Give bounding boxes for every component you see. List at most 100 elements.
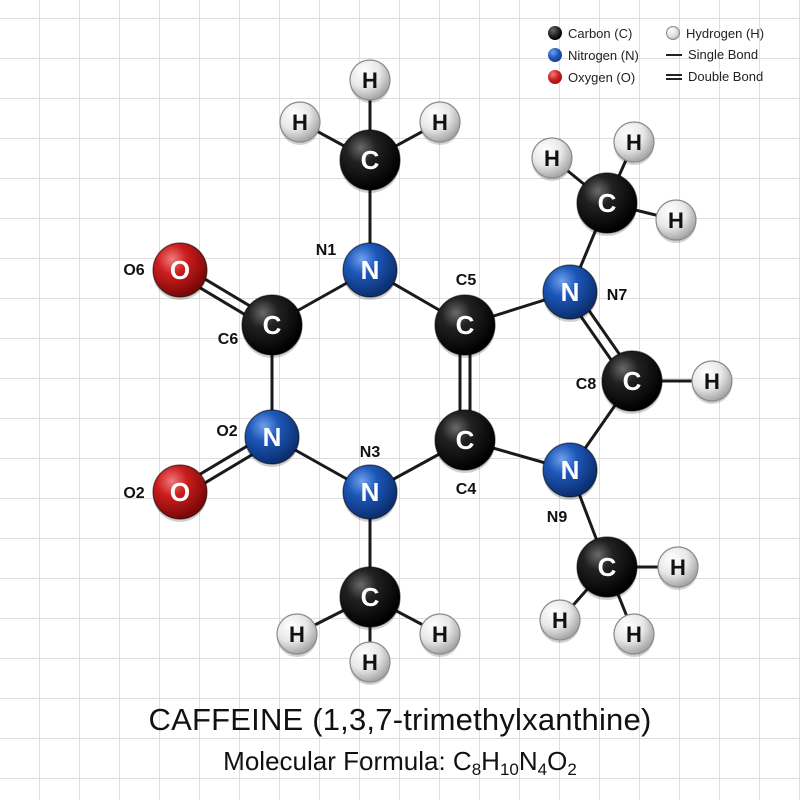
oxygen-atom-o2: O [152,464,208,522]
carbon-atom-c4: C [434,409,496,473]
atoms-layer: N C C N N C O O N C N C C C C H H H H H H H H H H H H H [152,59,733,685]
hydrogen-atom-h7b: H [613,121,655,165]
legend-item-single-bond: Single Bond [666,48,758,61]
formula-sub-n: 4 [537,760,548,779]
hydrogen-atom-h7c: H [655,199,697,243]
legend-label-oxygen: Oxygen (O) [568,69,636,85]
hydrogen-atom-h9b: H [539,599,581,643]
hydrogen-atom-h3c: H [349,641,391,685]
svg-text:O: O [170,255,190,285]
hydrogen-atom-h9a: H [657,546,699,590]
nitrogen-atom-n7: N [542,264,598,322]
atom-label-n3: N3 [360,444,381,461]
nitrogen-atom-n2: N [244,409,300,467]
carbon-atom-c8: C [601,350,663,414]
legend-label-hydrogen: Hydrogen (H) [686,25,765,41]
legend-label-carbon: Carbon (C) [568,25,633,41]
formula-el-c: C [452,746,472,776]
svg-text:H: H [552,608,568,633]
atom-label-c8: C8 [576,376,597,393]
svg-text:C: C [456,310,475,340]
hydrogen-atom-h9c: H [613,613,655,657]
molecule-title: CAFFEINE (1,3,7-trimethylxanthine) [148,702,652,737]
atom-label-n2: O2 [216,423,237,440]
carbon-atom-c6: C [241,294,303,358]
svg-text:C: C [361,145,380,175]
legend-label-single-bond: Single Bond [688,47,759,62]
svg-text:H: H [626,130,642,155]
svg-text:C: C [456,425,475,455]
oxygen-atom-o6: O [152,242,208,300]
svg-text:C: C [361,582,380,612]
single-bond-icon [666,50,682,60]
legend-item-nitrogen: Nitrogen (N) [548,48,639,62]
hydrogen-atom-h1a: H [349,59,391,103]
atom-label-n1: N1 [316,242,337,259]
svg-text:O: O [170,477,190,507]
caption: CAFFEINE (1,3,7-trimethylxanthine) Molec… [0,702,800,779]
atom-label-c4: C4 [456,481,477,498]
svg-text:H: H [432,622,448,647]
legend-label-nitrogen: Nitrogen (N) [568,47,639,63]
formula-sub-o: 2 [567,760,577,779]
hydrogen-swatch-icon [666,26,680,40]
double-bond-icon [666,72,682,82]
atom-label-n7: N7 [607,287,628,304]
formula-el-h: H [481,746,500,776]
formula-label: Molecular Formula: [223,746,453,776]
oxygen-swatch-icon [548,70,562,84]
carbon-atom-cm7: C [576,172,638,236]
svg-text:N: N [561,455,580,485]
svg-text:H: H [362,650,378,675]
svg-text:N: N [361,255,380,285]
atom-label-o6: O6 [123,262,144,279]
molecular-formula: Molecular Formula: C8H10N4O2 [0,746,800,779]
atom-label-c5: C5 [456,272,477,289]
carbon-atom-cm3: C [339,566,401,630]
formula-el-n: N [518,746,538,776]
atom-label-n9: N9 [547,509,568,526]
legend-item-oxygen: Oxygen (O) [548,70,635,84]
svg-text:C: C [623,366,642,396]
svg-text:H: H [670,555,686,580]
hydrogen-atom-h1c: H [419,101,461,145]
svg-text:N: N [361,477,380,507]
svg-text:H: H [626,622,642,647]
svg-text:H: H [668,208,684,233]
svg-text:H: H [432,110,448,135]
svg-text:H: H [362,68,378,93]
hydrogen-atom-h8: H [691,360,733,404]
hydrogen-atom-h7a: H [531,137,573,181]
svg-text:N: N [263,422,282,452]
nitrogen-atom-n9: N [542,442,598,500]
carbon-atom-cm1: C [339,129,401,193]
formula-sub-c: 8 [471,760,482,779]
svg-text:H: H [704,369,720,394]
carbon-atom-c5: C [434,294,496,358]
formula-el-o: O [547,746,568,776]
formula-sub-h: 10 [499,760,519,779]
nitrogen-swatch-icon [548,48,562,62]
svg-text:H: H [292,110,308,135]
hydrogen-atom-h3a: H [276,613,318,657]
legend-item-carbon: Carbon (C) [548,26,632,40]
carbon-atom-cm9: C [576,536,638,600]
svg-text:H: H [544,146,560,171]
svg-text:C: C [598,188,617,218]
atom-label-o2: O2 [123,485,144,502]
svg-text:H: H [289,622,305,647]
atom-label-c6: C6 [218,331,239,348]
nitrogen-atom-n3: N [342,464,398,522]
carbon-swatch-icon [548,26,562,40]
legend-label-double-bond: Double Bond [688,69,764,84]
hydrogen-atom-h3b: H [419,613,461,657]
svg-text:C: C [263,310,282,340]
nitrogen-atom-n1: N [342,242,398,300]
hydrogen-atom-h1b: H [279,101,321,145]
svg-text:C: C [598,552,617,582]
svg-text:N: N [561,277,580,307]
legend-item-hydrogen: Hydrogen (H) [666,26,764,40]
